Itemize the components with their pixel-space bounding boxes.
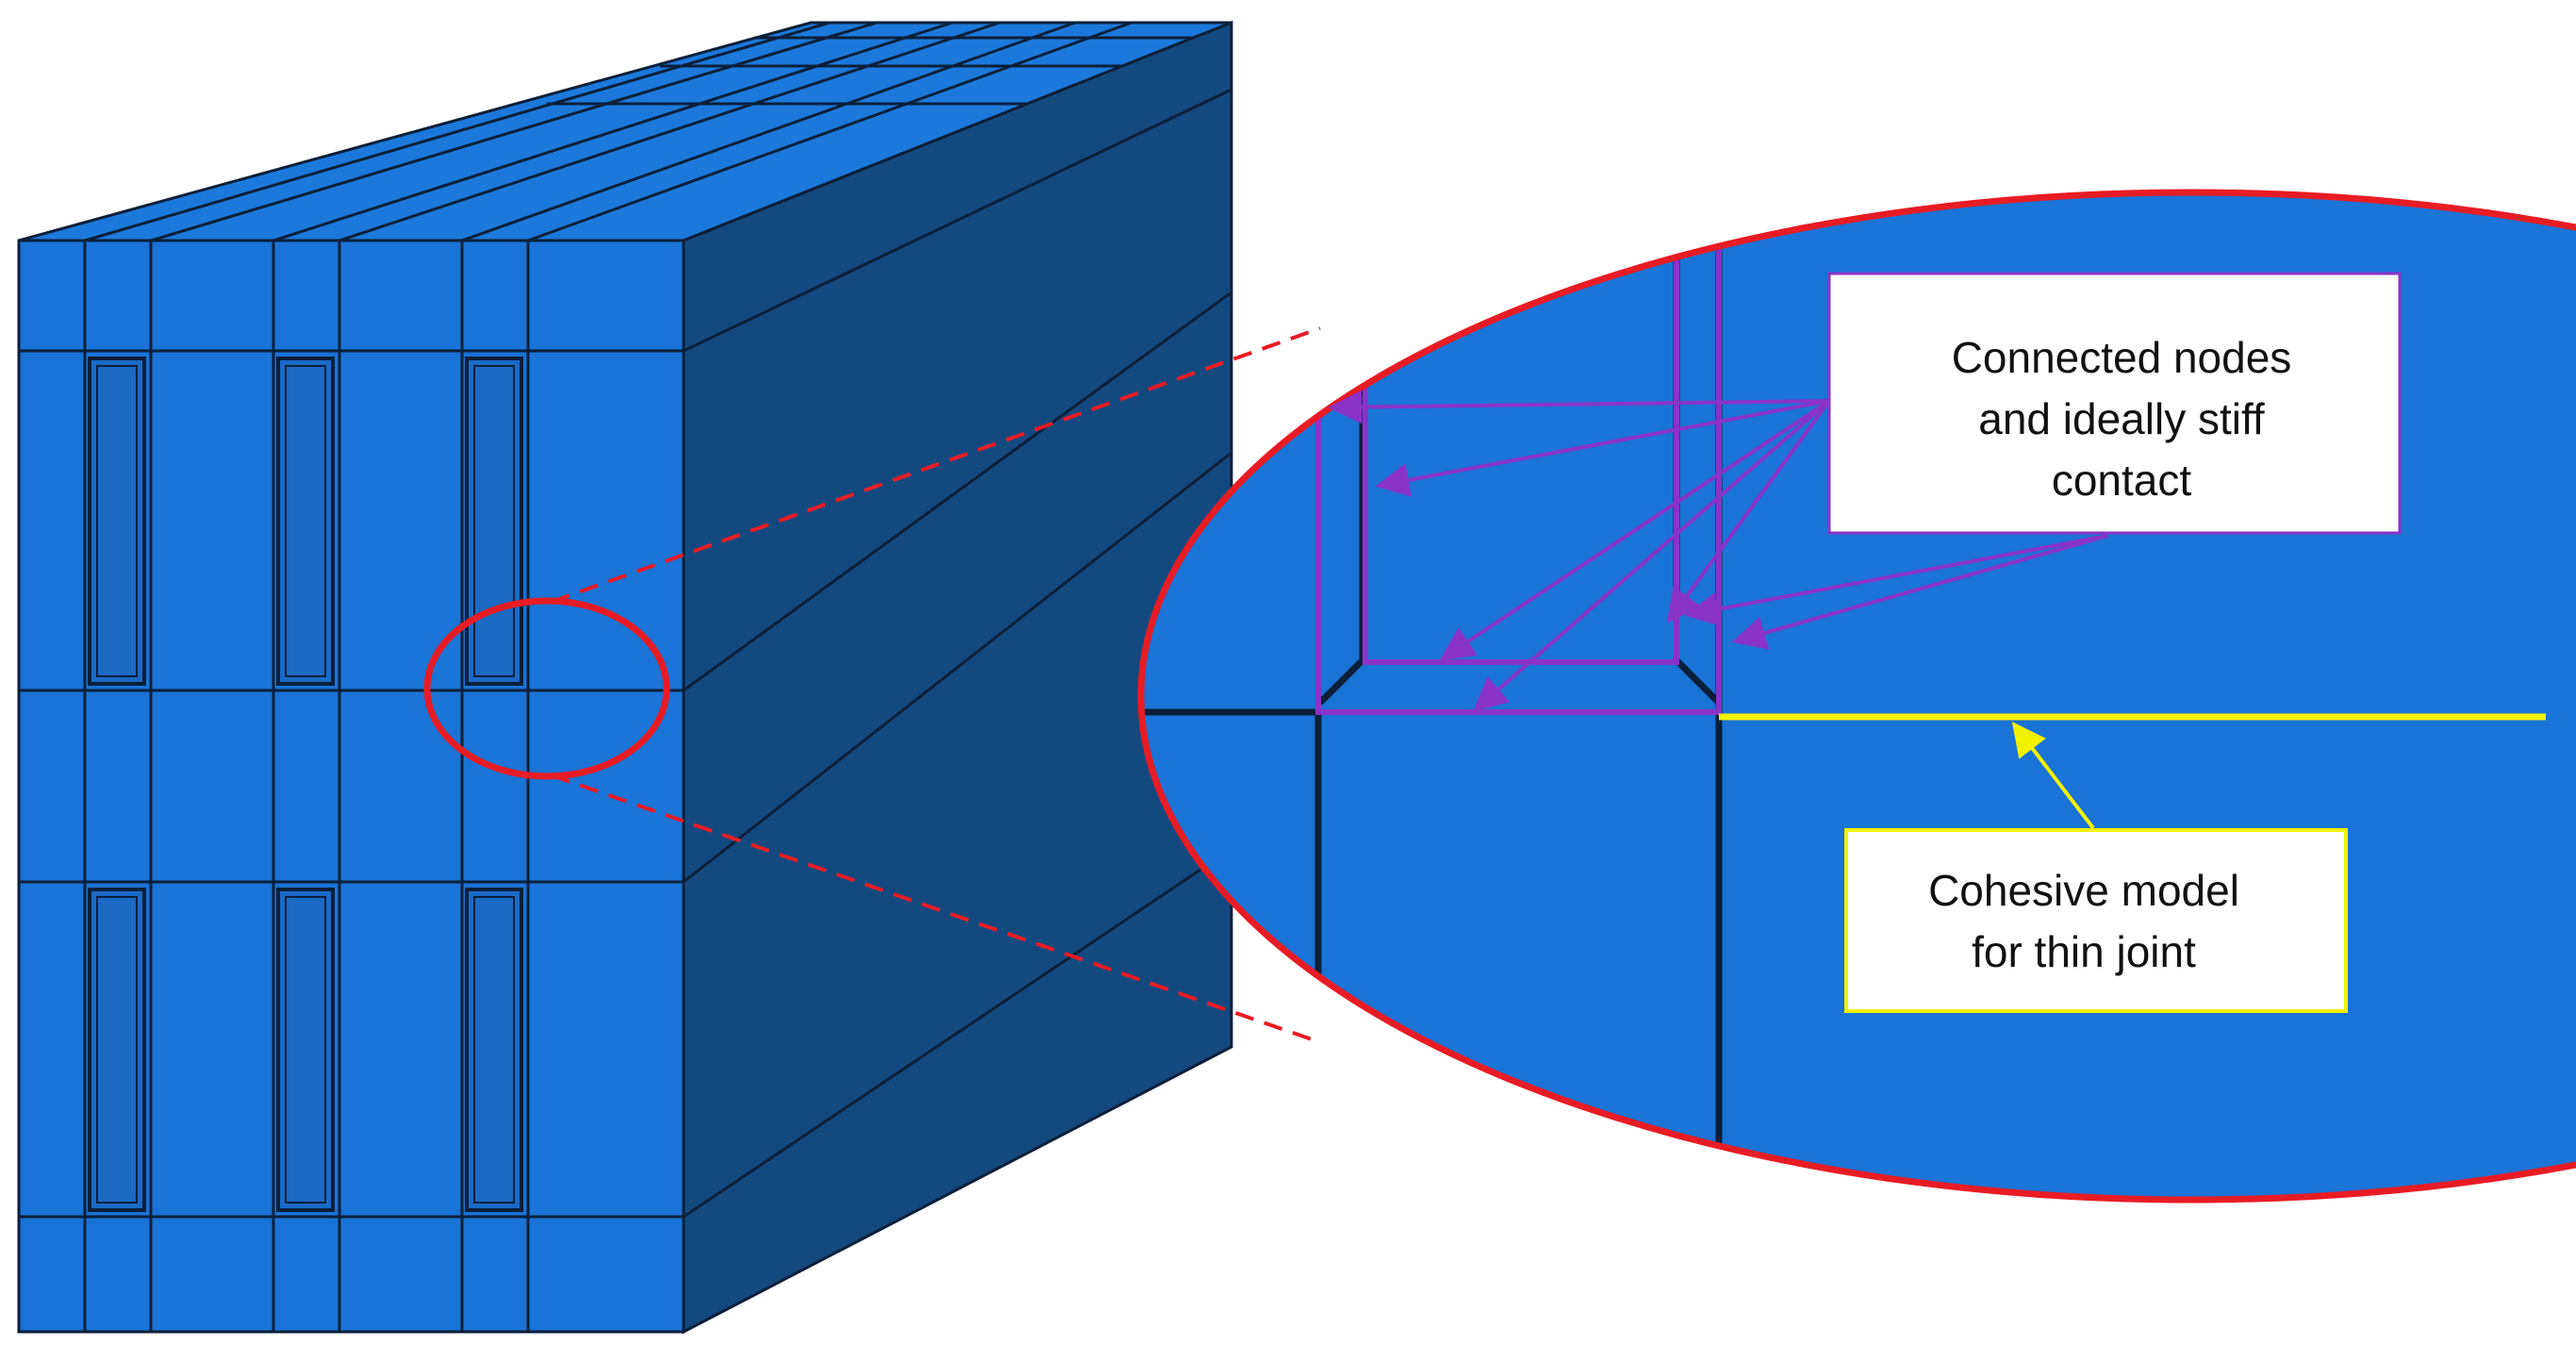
cohesive-model-label-line2: for thin joint <box>1972 927 2196 976</box>
connected-nodes-label-line1: Connected nodes <box>1952 333 2292 382</box>
connected-nodes-label-line3: contact <box>2052 456 2192 505</box>
cohesive-model-box <box>1844 828 2348 1013</box>
wall-model <box>17 20 1233 1335</box>
cohesive-model-label-line1: Cohesive model <box>1928 866 2239 915</box>
highlight-circle <box>423 597 670 780</box>
connected-nodes-callout: Connected nodes and ideally stiff contac… <box>1827 272 2402 535</box>
zoom-leader-lines <box>551 326 1321 1044</box>
wall-hollow-cells <box>88 357 523 1212</box>
zoom-connected-nodes-outline <box>1315 192 1722 715</box>
connected-nodes-label-line2: and ideally stiff <box>1978 394 2265 443</box>
connected-nodes-box <box>1827 272 2402 535</box>
wall-hollow-cells-inner <box>96 365 515 1204</box>
zoom-border <box>1137 189 2576 1204</box>
wall-side-joints <box>683 88 1232 1219</box>
cohesive-arrow <box>2011 722 2095 830</box>
connected-arrows <box>1328 390 2108 712</box>
wall-front-joints <box>19 241 684 1332</box>
cohesive-model-callout: Cohesive model for thin joint <box>1844 828 2348 1013</box>
